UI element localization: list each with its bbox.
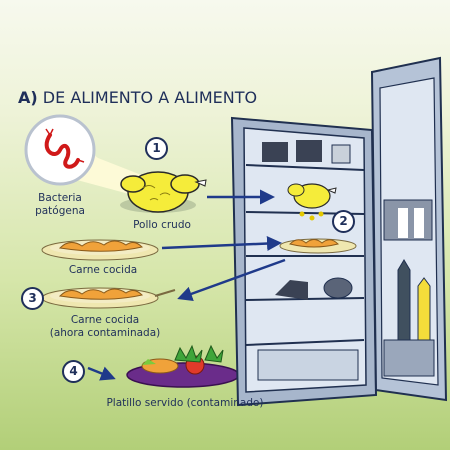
refrigerator-icon bbox=[230, 116, 378, 407]
section-letter: A) bbox=[18, 88, 38, 107]
flow-arrows bbox=[87, 189, 286, 381]
step-4-badge: 4 bbox=[62, 360, 85, 383]
step-1-badge: 1 bbox=[145, 137, 168, 160]
cooked-meat-label: Carne cocida bbox=[68, 264, 138, 276]
step-3-badge: 3 bbox=[21, 287, 44, 310]
step-2-badge: 2 bbox=[332, 210, 355, 233]
served-dish-label: Platillo servido (contaminado) bbox=[106, 397, 264, 409]
raw-chicken-label: Pollo crudo bbox=[133, 219, 191, 231]
arrow-meat-to-fridge bbox=[161, 236, 282, 252]
refrigerator-door-icon bbox=[370, 56, 448, 402]
contaminated-meat-label: Carne cocida (ahora contaminada) bbox=[49, 314, 161, 339]
arrow-drip-to-meat bbox=[177, 258, 286, 301]
bacteria-label: Bacteria patógena bbox=[35, 192, 85, 217]
served-dish-icon bbox=[126, 344, 240, 388]
cooked-meat-plate-icon bbox=[41, 239, 159, 261]
raw-chicken-icon bbox=[120, 171, 207, 213]
contaminated-meat-plate-icon bbox=[41, 287, 176, 309]
section-title-text: DE ALIMENTO A ALIMENTO bbox=[42, 88, 258, 107]
section-title: A) DE ALIMENTO A ALIMENTO bbox=[18, 88, 257, 107]
arrow-meat-to-dish bbox=[87, 366, 116, 381]
bacteria-icon bbox=[24, 114, 96, 186]
